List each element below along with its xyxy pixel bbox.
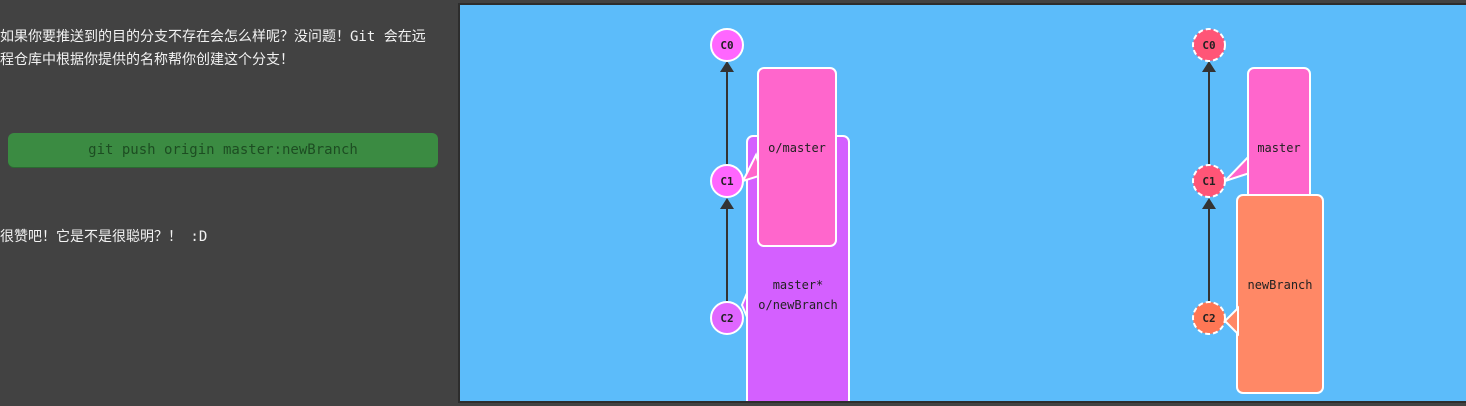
svg-text:C1: C1 [1202, 175, 1216, 188]
local-repo-graph: master* o/newBranch o/master C0 C1 C2 [710, 28, 850, 401]
remote-branch-label-master: master [1257, 141, 1300, 155]
git-visualization: master* o/newBranch o/master C0 C1 C2 [458, 3, 1466, 403]
instructions-panel: 如果你要推送到的目的分支不存在会怎么样呢？没问题！Git 会在远程仓库中根据你提… [0, 0, 450, 406]
remote-commit-node-c2[interactable]: C2 [1192, 301, 1226, 335]
arrow-c1 [720, 198, 734, 209]
git-graph-svg: master* o/newBranch o/master C0 C1 C2 [710, 28, 1324, 401]
instruction-paragraph-1: 如果你要推送到的目的分支不存在会怎么样呢？没问题！Git 会在远程仓库中根据你提… [0, 29, 426, 68]
branch-label-onewbranch: o/newBranch [758, 298, 837, 312]
commit-node-c2[interactable]: C2 [710, 301, 744, 335]
branch-label-master: master* [773, 278, 824, 292]
svg-text:C0: C0 [720, 39, 733, 52]
remote-branch-label-newbranch: newBranch [1247, 278, 1312, 292]
arrow-c0 [720, 61, 734, 72]
remote-commit-node-c1[interactable]: C1 [1192, 164, 1226, 198]
command-button[interactable]: git push origin master:newBranch [8, 133, 438, 167]
remote-branch-newbranch[interactable]: newBranch [1223, 194, 1324, 394]
svg-text:C2: C2 [1202, 312, 1215, 325]
remote-commit-node-c0[interactable]: C0 [1192, 28, 1226, 62]
remote-repo-graph: master newBranch C0 C1 C2 [1192, 28, 1324, 394]
svg-text:C1: C1 [720, 175, 734, 188]
branch-label-omaster: o/master [768, 141, 826, 155]
svg-text:C0: C0 [1202, 39, 1215, 52]
svg-text:C2: C2 [720, 312, 733, 325]
remote-arrow-c1 [1202, 198, 1216, 209]
branch-o-master[interactable]: o/master [741, 67, 837, 247]
commit-node-c1[interactable]: C1 [710, 164, 744, 198]
commit-node-c0[interactable]: C0 [710, 28, 744, 62]
remote-arrow-c0 [1202, 61, 1216, 72]
instruction-paragraph-2: 很赞吧！它是不是很聪明？！ :D [0, 229, 208, 245]
